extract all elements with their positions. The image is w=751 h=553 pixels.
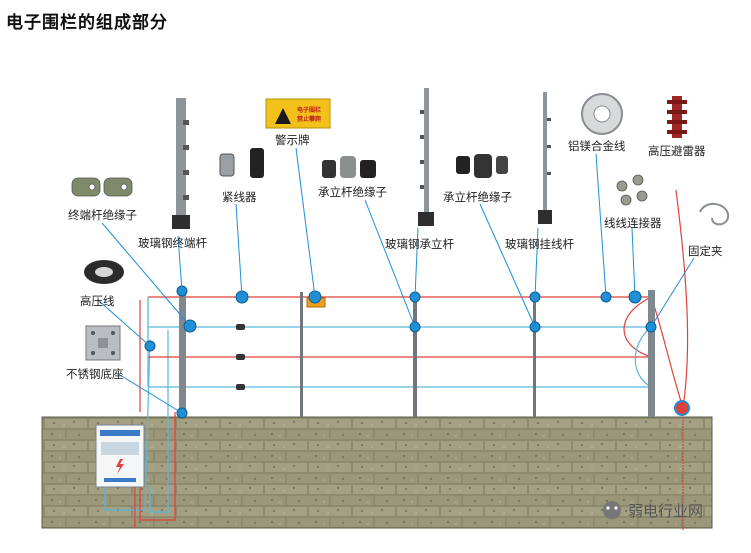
standing-insulator-image-2 (456, 154, 508, 178)
terminal-pole-image (172, 98, 190, 229)
terminal-pole-left (179, 290, 186, 417)
fence-wires (147, 296, 651, 388)
hv-cable-image (84, 260, 124, 284)
hanging-pole-image (538, 92, 552, 224)
leader-lines (97, 147, 695, 414)
clamp-image (699, 203, 730, 226)
terminal-insulator-image (71, 177, 133, 197)
poles (179, 290, 655, 417)
label-lightning-arrester: 高压避雷器 (648, 144, 706, 158)
label-standing-insulator-2: 承立杆绝缘子 (443, 190, 512, 204)
pulse-host-controller (95, 424, 145, 488)
label-warning-sign: 警示牌 (275, 133, 310, 147)
warning-sign-line1: 电子围栏 (297, 106, 321, 114)
label-terminal-pole: 玻璃钢终端杆 (138, 236, 207, 250)
watermark: 弱电行业网 (603, 501, 703, 520)
wall-cables (104, 330, 684, 530)
page-title: 电子围栏的组成部分 (6, 13, 168, 33)
alloy-wire-spool-image (581, 93, 623, 135)
steel-base-image (85, 325, 121, 361)
warning-sign-image: 电子围栏 禁止攀爬 (265, 98, 331, 129)
label-wire-connector: 线线连接器 (604, 216, 662, 230)
terminal-pole-right (648, 290, 655, 417)
lightning-arrester-image (667, 96, 687, 138)
tensioner-image (219, 148, 264, 178)
standing-insulator-image (322, 156, 376, 178)
label-hanging-pole: 玻璃钢挂线杆 (505, 237, 574, 251)
standing-pole-image (418, 88, 434, 226)
label-steel-base: 不锈钢底座 (66, 367, 124, 381)
label-terminal-insulator: 终端杆绝缘子 (68, 208, 137, 222)
warning-sign-line2: 禁止攀爬 (296, 115, 322, 123)
label-clamp: 固定夹 (688, 244, 723, 258)
tensioners (236, 294, 245, 390)
wire-connector-image (616, 174, 648, 206)
standing-pole-1 (300, 292, 303, 417)
standing-pole-2 (413, 292, 417, 417)
ground-node (674, 400, 690, 416)
watermark-text: 弱电行业网 (628, 502, 703, 520)
label-tensioner: 紧线器 (222, 190, 257, 204)
label-alloy-wire: 铝镁合金线 (568, 139, 626, 153)
label-hv-cable: 高压线 (80, 294, 115, 308)
brick-wall (41, 416, 713, 529)
label-standing-pole: 玻璃钢承立杆 (385, 237, 454, 251)
connection-nodes (144, 285, 657, 419)
label-standing-insulator: 承立杆绝缘子 (318, 185, 387, 199)
hanging-pole (533, 292, 536, 417)
